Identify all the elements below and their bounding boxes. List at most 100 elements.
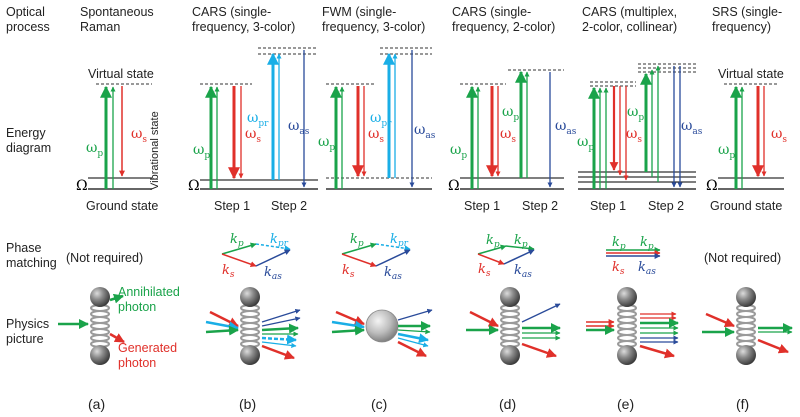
svg-text:frequency, 3-color): frequency, 3-color) (192, 20, 295, 34)
svg-text:ωs: ωs (368, 126, 384, 145)
row-label-phase-matching: Phase matching (6, 241, 57, 270)
row-label-energy-diagram: Energy diagram (6, 126, 51, 155)
svg-text:Step 2: Step 2 (522, 199, 558, 213)
virtual-state-label: Virtual state (88, 67, 154, 81)
svg-text:kp: kp (514, 233, 528, 250)
svg-text:Spontaneous: Spontaneous (80, 5, 154, 19)
svg-text:ωp: ωp (502, 104, 519, 123)
svg-text:kp: kp (612, 235, 626, 252)
svg-text:kp: kp (230, 232, 244, 249)
svg-text:ωs: ωs (771, 126, 787, 145)
phase-matching-c: kp kpr ks kas (341, 232, 411, 282)
svg-text:kas: kas (264, 265, 282, 282)
svg-text:Ω: Ω (188, 178, 200, 194)
svg-text:ks: ks (222, 263, 235, 280)
svg-text:Optical: Optical (6, 5, 45, 19)
molecule-d (500, 287, 520, 365)
svg-text:frequency, 2-color): frequency, 2-color) (452, 20, 555, 34)
svg-text:2-color, collinear): 2-color, collinear) (582, 20, 677, 34)
panel-label-c: (c) (371, 396, 387, 412)
svg-text:Step 1: Step 1 (590, 199, 626, 213)
svg-text:Physics: Physics (6, 317, 49, 331)
panel-label-b: (b) (239, 396, 256, 412)
svg-text:Step 2: Step 2 (648, 199, 684, 213)
panel-label-a: (a) (88, 396, 105, 412)
svg-text:Phase: Phase (6, 241, 41, 255)
omega-p-label: ωp (86, 140, 103, 159)
molecule-f (736, 287, 756, 365)
svg-text:ωas: ωas (414, 122, 436, 141)
svg-text:Virtual state: Virtual state (718, 67, 784, 81)
panel-label-d: (d) (499, 396, 516, 412)
svg-text:Energy: Energy (6, 126, 46, 140)
svg-text:Ω: Ω (448, 178, 460, 194)
column-title-b: CARS (single- frequency, 3-color) (192, 5, 295, 34)
svg-text:ωas: ωas (681, 118, 703, 137)
svg-text:ωs: ωs (500, 126, 516, 145)
svg-text:kp: kp (640, 235, 654, 252)
svg-text:matching: matching (6, 256, 57, 270)
svg-text:kp: kp (486, 233, 500, 250)
ground-state-label: Ground state (86, 199, 158, 213)
svg-text:ks: ks (612, 260, 625, 277)
energy-diagram-f: Virtual state ωp ωs Ω Ground state (706, 67, 787, 213)
svg-text:kpr: kpr (270, 232, 289, 249)
column-title-c: FWM (single- frequency, 3-color) (322, 5, 425, 34)
row-label-optical-process: Optical process (6, 5, 50, 34)
svg-text:kp: kp (350, 232, 364, 249)
phase-matching-not-required-f: (Not required) (704, 251, 781, 265)
svg-text:SRS (single-: SRS (single- (712, 5, 782, 19)
energy-diagram-c: ωp ωs ωpr ωas (318, 47, 436, 190)
svg-text:ωp: ωp (318, 134, 335, 153)
molecule-c (365, 309, 399, 343)
svg-text:kas: kas (638, 260, 656, 277)
svg-text:Ω: Ω (706, 178, 718, 194)
svg-text:Raman: Raman (80, 20, 120, 34)
svg-text:diagram: diagram (6, 141, 51, 155)
svg-text:Step 1: Step 1 (464, 199, 500, 213)
svg-text:ωp: ωp (193, 142, 210, 161)
step2-label: Step 2 (271, 199, 307, 213)
svg-text:ωp: ωp (627, 104, 644, 123)
svg-text:Ground state: Ground state (710, 199, 782, 213)
svg-text:FWM (single-: FWM (single- (322, 5, 396, 19)
molecule-e (617, 287, 637, 365)
energy-diagram-e: ωp ωs ωp ωas Step 1 Step 2 (577, 63, 703, 213)
panel-label-f: (f) (736, 396, 749, 412)
svg-text:ωp: ωp (450, 142, 467, 161)
phase-matching-b: kp kpr ks kas (221, 232, 291, 282)
phase-matching-e: kp kp ks kas (606, 235, 661, 277)
omega-cap-label: Ω (76, 178, 88, 194)
column-title-f: SRS (single- frequency) (712, 5, 782, 34)
svg-text:ωpr: ωpr (247, 110, 269, 129)
physics-picture-f (702, 287, 793, 365)
svg-text:ωs: ωs (245, 126, 261, 145)
svg-text:kpr: kpr (390, 232, 409, 249)
energy-diagram-a: Virtual state ωp ωs Ω Vibrational state … (76, 67, 161, 213)
physics-picture-e (586, 287, 679, 365)
svg-text:frequency): frequency) (712, 20, 771, 34)
column-title-a: Spontaneous Raman (80, 5, 154, 34)
column-title-e: CARS (multiplex, 2-color, collinear) (582, 5, 677, 34)
molecule-a (90, 287, 110, 365)
svg-text:CARS (single-: CARS (single- (452, 5, 531, 19)
physics-picture-b (205, 287, 301, 365)
phase-matching-d: kp kp ks kas (477, 233, 535, 280)
svg-text:ωp: ωp (718, 142, 735, 161)
svg-text:picture: picture (6, 332, 44, 346)
column-title-d: CARS (single- frequency, 2-color) (452, 5, 555, 34)
svg-text:frequency, 3-color): frequency, 3-color) (322, 20, 425, 34)
physics-picture-c (331, 308, 433, 358)
energy-diagram-d: ωp ωs ωp ωas Ω Step 1 Step 2 (448, 69, 577, 213)
physics-picture-d (466, 287, 561, 365)
svg-text:process: process (6, 20, 50, 34)
row-label-physics-picture: Physics picture (6, 317, 49, 346)
svg-text:ωpr: ωpr (370, 110, 392, 129)
svg-text:ks: ks (342, 263, 355, 280)
svg-text:CARS (multiplex,: CARS (multiplex, (582, 5, 677, 19)
step1-label: Step 1 (214, 199, 250, 213)
